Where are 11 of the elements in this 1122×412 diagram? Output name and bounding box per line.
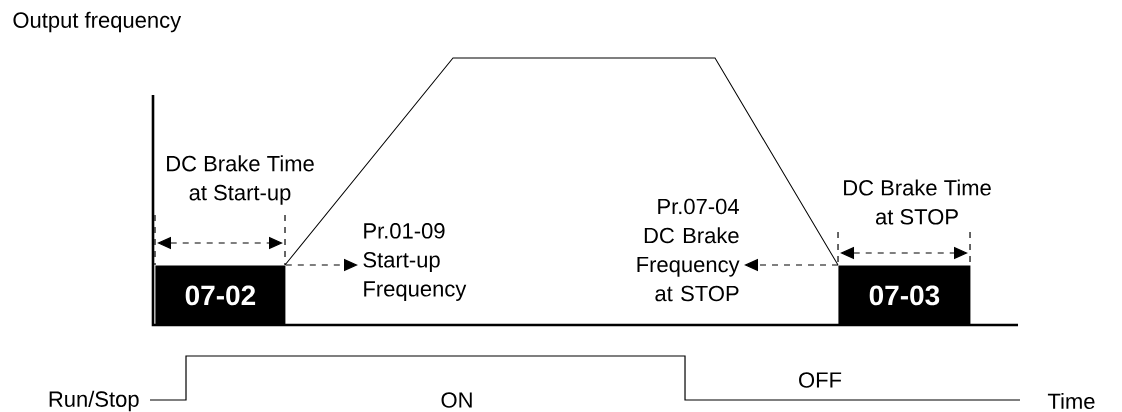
signal-label: Run/Stop — [49, 390, 139, 412]
block-label: 07-03 — [838, 265, 971, 326]
time-label: DC Brake Time at STOP — [844, 179, 991, 225]
block-label: 07-02 — [155, 265, 286, 326]
state-label: ON — [441, 392, 472, 408]
time-label: DC Brake Time at Start-up — [167, 155, 314, 205]
state-label: OFF — [799, 372, 842, 388]
axis-label: Output frequency — [13, 11, 182, 33]
parameter-label: Pr.01-09 Start-up Frequency — [363, 223, 467, 301]
axis-label: Time — [1047, 392, 1095, 410]
parameter-label: Pr.07-04 DC Brake Frequency at STOP — [637, 198, 740, 302]
